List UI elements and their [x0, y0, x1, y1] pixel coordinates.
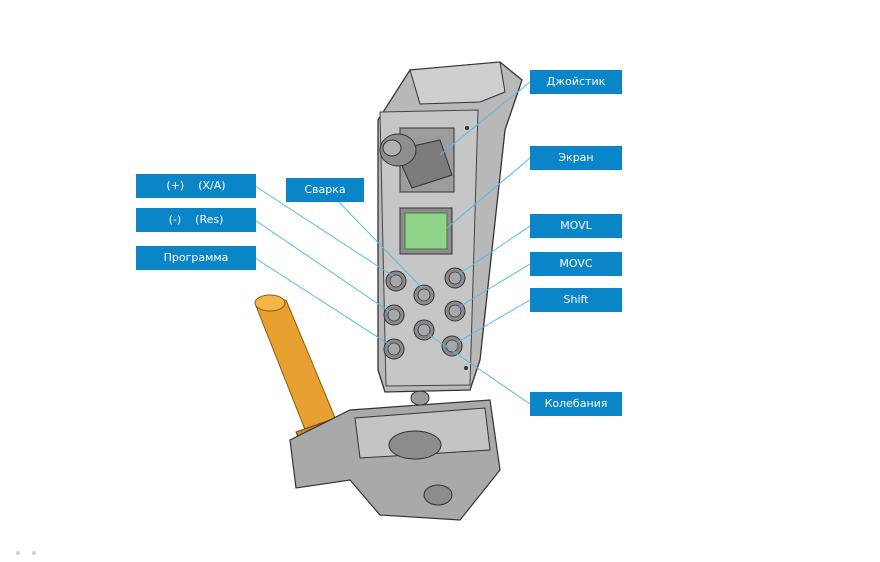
label-shift: Shift — [530, 288, 622, 312]
leader-movc — [458, 263, 531, 308]
label-movl: MOVL — [530, 214, 622, 238]
leader-welding — [334, 197, 423, 289]
leader-movl — [458, 225, 531, 275]
label-movc: MOVC — [530, 252, 622, 276]
leader-plus-xa — [254, 185, 394, 277]
leader-minus-res — [254, 219, 391, 313]
leader-screen — [446, 157, 531, 229]
leader-oscillation — [427, 333, 531, 405]
corner-mark — [16, 551, 36, 555]
leader-lines — [254, 81, 531, 405]
button-6 — [444, 300, 466, 322]
leader-joystick — [439, 81, 531, 156]
label-minus-res: (-) (Res) — [136, 208, 256, 232]
button-1 — [385, 270, 407, 292]
screen — [399, 207, 453, 255]
label-screen: Экран — [530, 146, 622, 170]
joystick — [379, 127, 455, 193]
label-welding: Сварка — [286, 178, 364, 202]
label-joystick: Джойстик — [530, 70, 622, 94]
label-oscillation: Колебания — [530, 392, 622, 416]
button-2 — [413, 284, 435, 306]
button-8 — [441, 335, 463, 357]
button-5 — [413, 319, 435, 341]
bottom-bracket — [289, 390, 501, 521]
leader-program — [254, 257, 391, 346]
leader-shift — [455, 299, 531, 344]
button-3 — [444, 267, 466, 289]
button-7 — [383, 338, 405, 360]
label-program: Программа — [136, 246, 256, 270]
label-plus-xa: (+) (X/A) — [136, 174, 256, 198]
button-4 — [383, 304, 405, 326]
button-grid — [383, 267, 466, 360]
